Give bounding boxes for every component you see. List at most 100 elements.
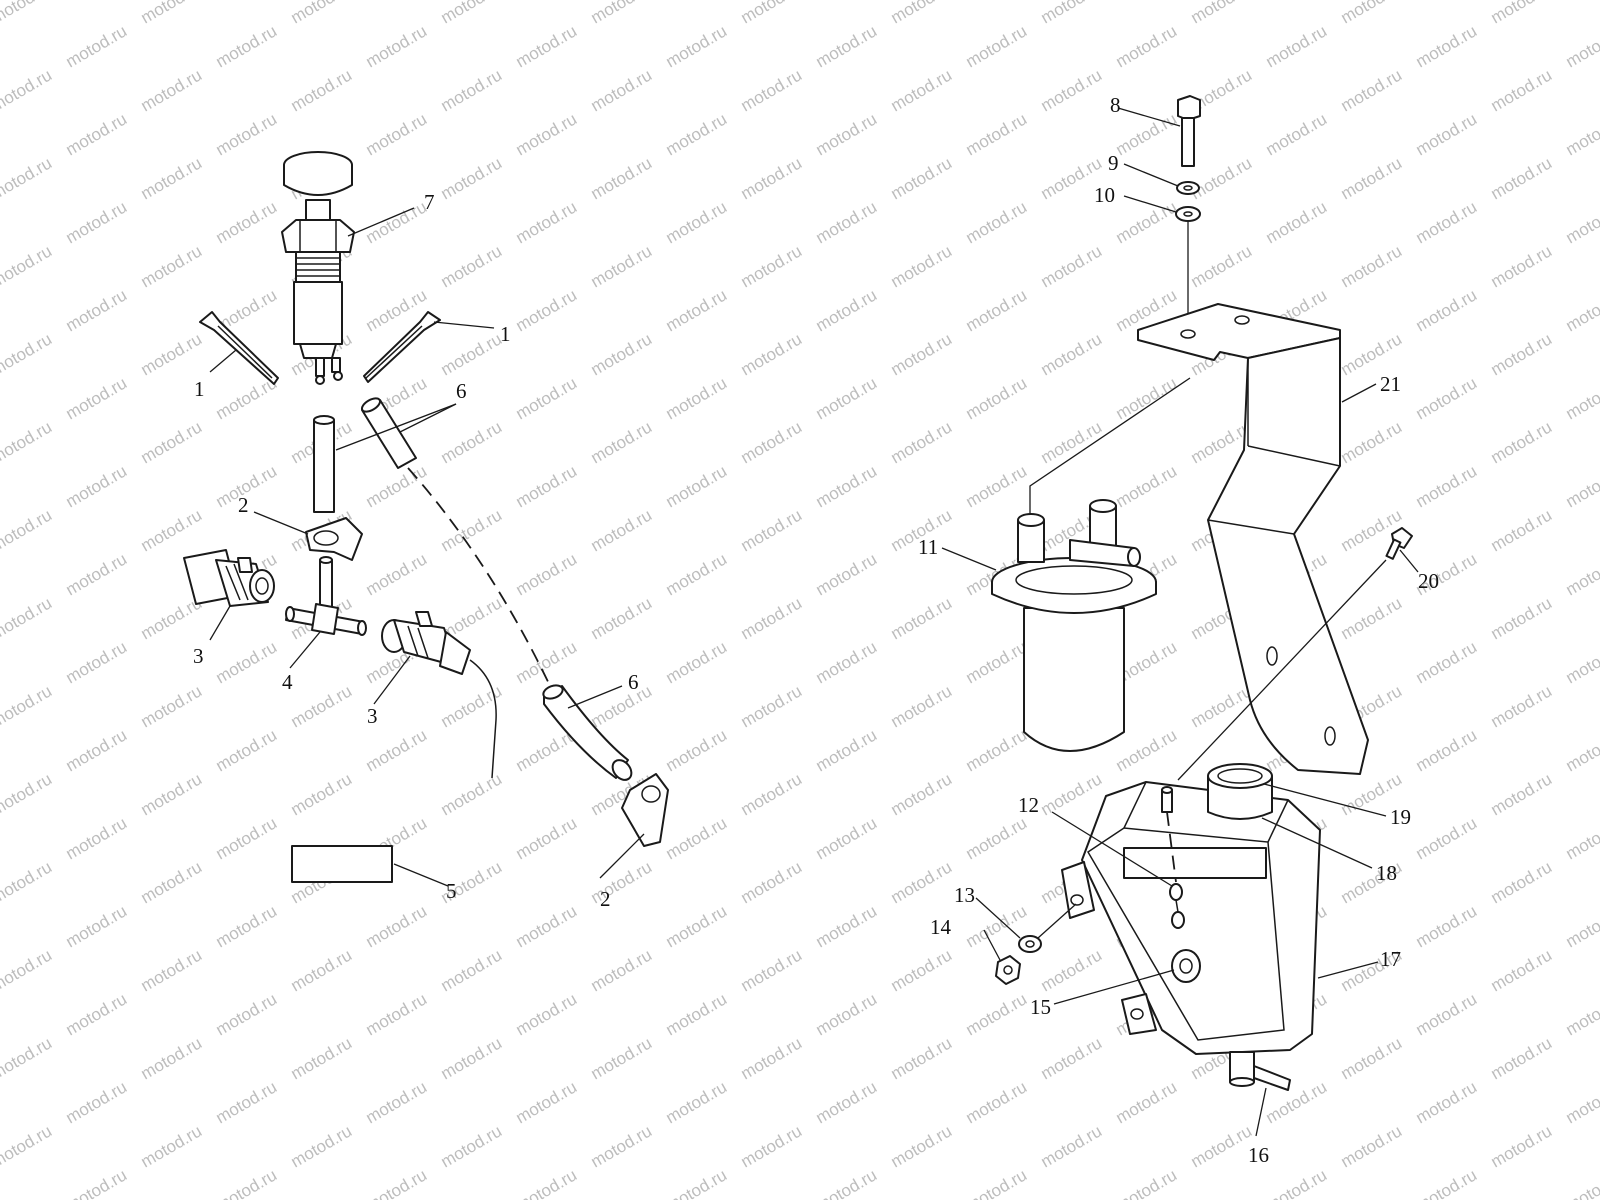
watermark-text: motod.ru [438,1033,506,1083]
watermark-text: motod.ru [1038,241,1106,291]
watermark-text: motod.ru [1563,725,1600,775]
watermark-text: motod.ru [963,373,1031,423]
watermark-text: motod.ru [963,285,1031,335]
callout-17: 17 [1380,947,1401,971]
watermark-text: motod.ru [738,505,806,555]
watermark-text: motod.ru [138,1033,206,1083]
watermark-text: motod.ru [513,813,581,863]
watermark-text: motod.ru [0,241,55,291]
watermark-text: motod.ru [813,813,881,863]
watermark-text: motod.ru [1563,637,1600,687]
hose-angled [360,397,417,469]
watermark-text: motod.ru [663,1165,731,1200]
watermark-text: motod.ru [513,197,581,247]
watermark-text: motod.ru [1413,725,1481,775]
watermark-text: motod.ru [1488,65,1556,115]
watermark-text: motod.ru [1488,329,1556,379]
watermark-text: motod.ru [438,417,506,467]
watermark-text: motod.ru [1563,197,1600,247]
callout-2-upper: 2 [238,493,249,517]
watermark-text: motod.ru [888,153,956,203]
watermark-text: motod.ru [363,461,431,511]
watermark-text: motod.ru [813,549,881,599]
watermark-text: motod.ru [363,1077,431,1127]
watermark-text: motod.ru [588,417,656,467]
watermark-text: motod.ru [963,989,1031,1039]
watermark-text: motod.ru [1563,1077,1600,1127]
watermark-text: motod.ru [1188,681,1256,731]
cable-tie-left [199,311,279,385]
watermark-text: motod.ru [1413,901,1481,951]
sensor-route-dashed [1166,811,1177,883]
washer-upper-hole [1183,185,1193,191]
watermark-text: motod.ru [1113,1077,1181,1127]
watermark-text: motod.ru [1263,197,1331,247]
watermark-text: motod.ru [288,0,356,27]
watermark-text: motod.ru [213,989,281,1039]
watermark-text: motod.ru [1113,373,1181,423]
reservoir-tank [1061,781,1321,1055]
watermark-text: motod.ru [888,241,956,291]
watermark-text: motod.ru [0,593,55,643]
watermark-text: motod.ru [138,329,206,379]
watermark-text: motod.ru [963,109,1031,159]
callout-1-right: 1 [500,322,511,346]
watermark-text: motod.ru [663,1077,731,1127]
watermark-text: motod.ru [663,813,731,863]
watermark-text: motod.ru [888,65,956,115]
hose-route-dashed [407,467,553,691]
watermark-text: motod.ru [138,505,206,555]
watermark-text: motod.ru [513,109,581,159]
watermark-text: motod.ru [513,989,581,1039]
watermark-text: motod.ru [1488,417,1556,467]
watermark-text: motod.ru [813,285,881,335]
watermark-text: motod.ru [1113,1165,1181,1200]
nut-axis-line [1037,903,1077,939]
watermark-text: motod.ru [0,769,55,819]
watermark-text: motod.ru [1488,945,1556,995]
watermark-text: motod.ru [663,373,731,423]
watermark-text: motod.ru [0,945,55,995]
watermark-text: motod.ru [63,989,131,1039]
callout-8: 8 [1110,93,1121,117]
watermark-text: motod.ru [663,109,731,159]
watermark-text: motod.ru [888,1121,956,1171]
watermark-text: motod.ru [813,373,881,423]
watermark-text: motod.ru [513,1165,581,1200]
watermark-text: motod.ru [288,1033,356,1083]
bracket-fastener-line [1029,377,1191,520]
watermark-text: motod.ru [663,21,731,71]
watermark-text: motod.ru [963,1077,1031,1127]
callout-14: 14 [930,915,952,939]
watermark-text: motod.ru [888,945,956,995]
callout-2-lower: 2 [600,887,611,911]
watermark-text: motod.ru [588,681,656,731]
watermark-text: motod.ru [513,285,581,335]
watermark-text: motod.ru [0,65,55,115]
watermark-text: motod.ru [63,21,131,71]
watermark-text: motod.ru [813,197,881,247]
watermark-text: motod.ru [1488,241,1556,291]
hose-clip-lower [621,773,669,847]
watermark-text: motod.ru [588,945,656,995]
watermark-text: motod.ru [963,197,1031,247]
watermark-text: motod.ru [213,1077,281,1127]
small-fitting [1161,786,1173,813]
watermark-text: motod.ru [1488,153,1556,203]
watermark-text: motod.ru [513,373,581,423]
watermark-text: motod.ru [738,681,806,731]
watermark-text: motod.ru [63,197,131,247]
watermark-text: motod.ru [438,241,506,291]
watermark-text: motod.ru [588,1033,656,1083]
watermark-text: motod.ru [588,241,656,291]
watermark-text: motod.ru [213,197,281,247]
watermark-text: motod.ru [1188,241,1256,291]
watermark-text: motod.ru [1263,21,1331,71]
callout-11: 11 [918,535,938,559]
watermark-text: motod.ru [1038,0,1106,27]
watermark-text: motod.ru [963,813,1031,863]
watermark-text: motod.ru [138,1121,206,1171]
mounting-bracket [1137,303,1369,775]
watermark-text: motod.ru [138,681,206,731]
